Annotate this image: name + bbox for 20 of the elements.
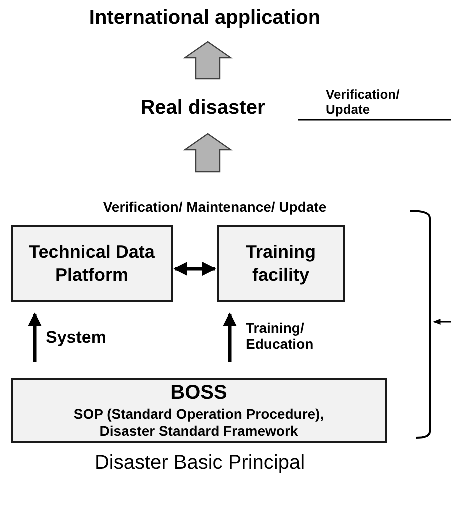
arrow	[174, 262, 216, 276]
block-arrow	[183, 133, 233, 173]
box-label: Technical Data Platform	[28, 241, 156, 286]
block-arrow	[183, 41, 233, 80]
node-title: BOSS	[170, 380, 228, 406]
connector-line	[298, 119, 451, 121]
heading-text: International application	[70, 4, 340, 32]
process-box	[217, 225, 345, 302]
heading-text: Real disaster	[112, 94, 294, 122]
edge-label: Verification/ Update	[326, 88, 401, 118]
caption-text: Disaster Basic Principal	[94, 452, 306, 475]
section-label: Verification/ Maintenance/ Update	[102, 199, 328, 215]
process-box	[11, 378, 387, 443]
edge-label: Training/ Education	[246, 320, 315, 352]
node-body: SOP (Standard Operation Procedure), Disaster Standard Framework	[72, 406, 326, 440]
arrow	[223, 312, 237, 362]
process-box	[11, 225, 173, 302]
box-label: Training facility	[244, 241, 317, 286]
arrow	[28, 312, 42, 362]
edge-label: System	[46, 328, 108, 348]
